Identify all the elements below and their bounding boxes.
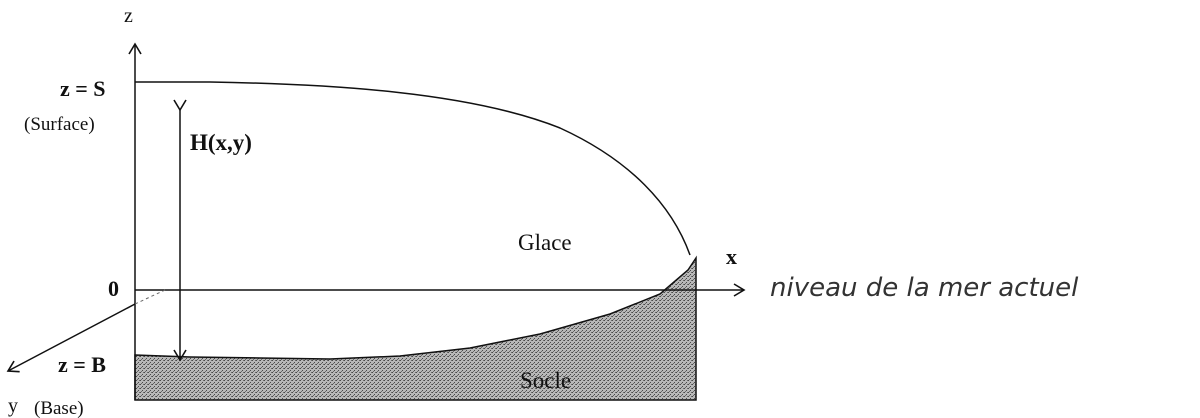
base-name-label: (Base): [34, 398, 84, 418]
z-axis-label: z: [124, 5, 133, 27]
x-axis-label: x: [726, 244, 737, 269]
ice-surface-line: [135, 81, 691, 256]
y-axis: [6, 303, 136, 373]
bedrock-region-label: Socle: [520, 368, 571, 393]
y-axis-dashed: [134, 289, 166, 305]
surface-name-label: (Surface): [24, 114, 95, 135]
y-axis-label: y: [8, 395, 18, 417]
surface-equation-label: z = S: [60, 76, 106, 101]
ice-region-label: Glace: [518, 230, 572, 255]
thickness-label: H(x,y): [190, 130, 252, 155]
bedrock-region: [134, 255, 697, 401]
sea-level-note: niveau de la mer actuel: [770, 273, 1079, 303]
origin-label: 0: [108, 276, 119, 301]
base-equation-label: z = B: [58, 352, 106, 377]
